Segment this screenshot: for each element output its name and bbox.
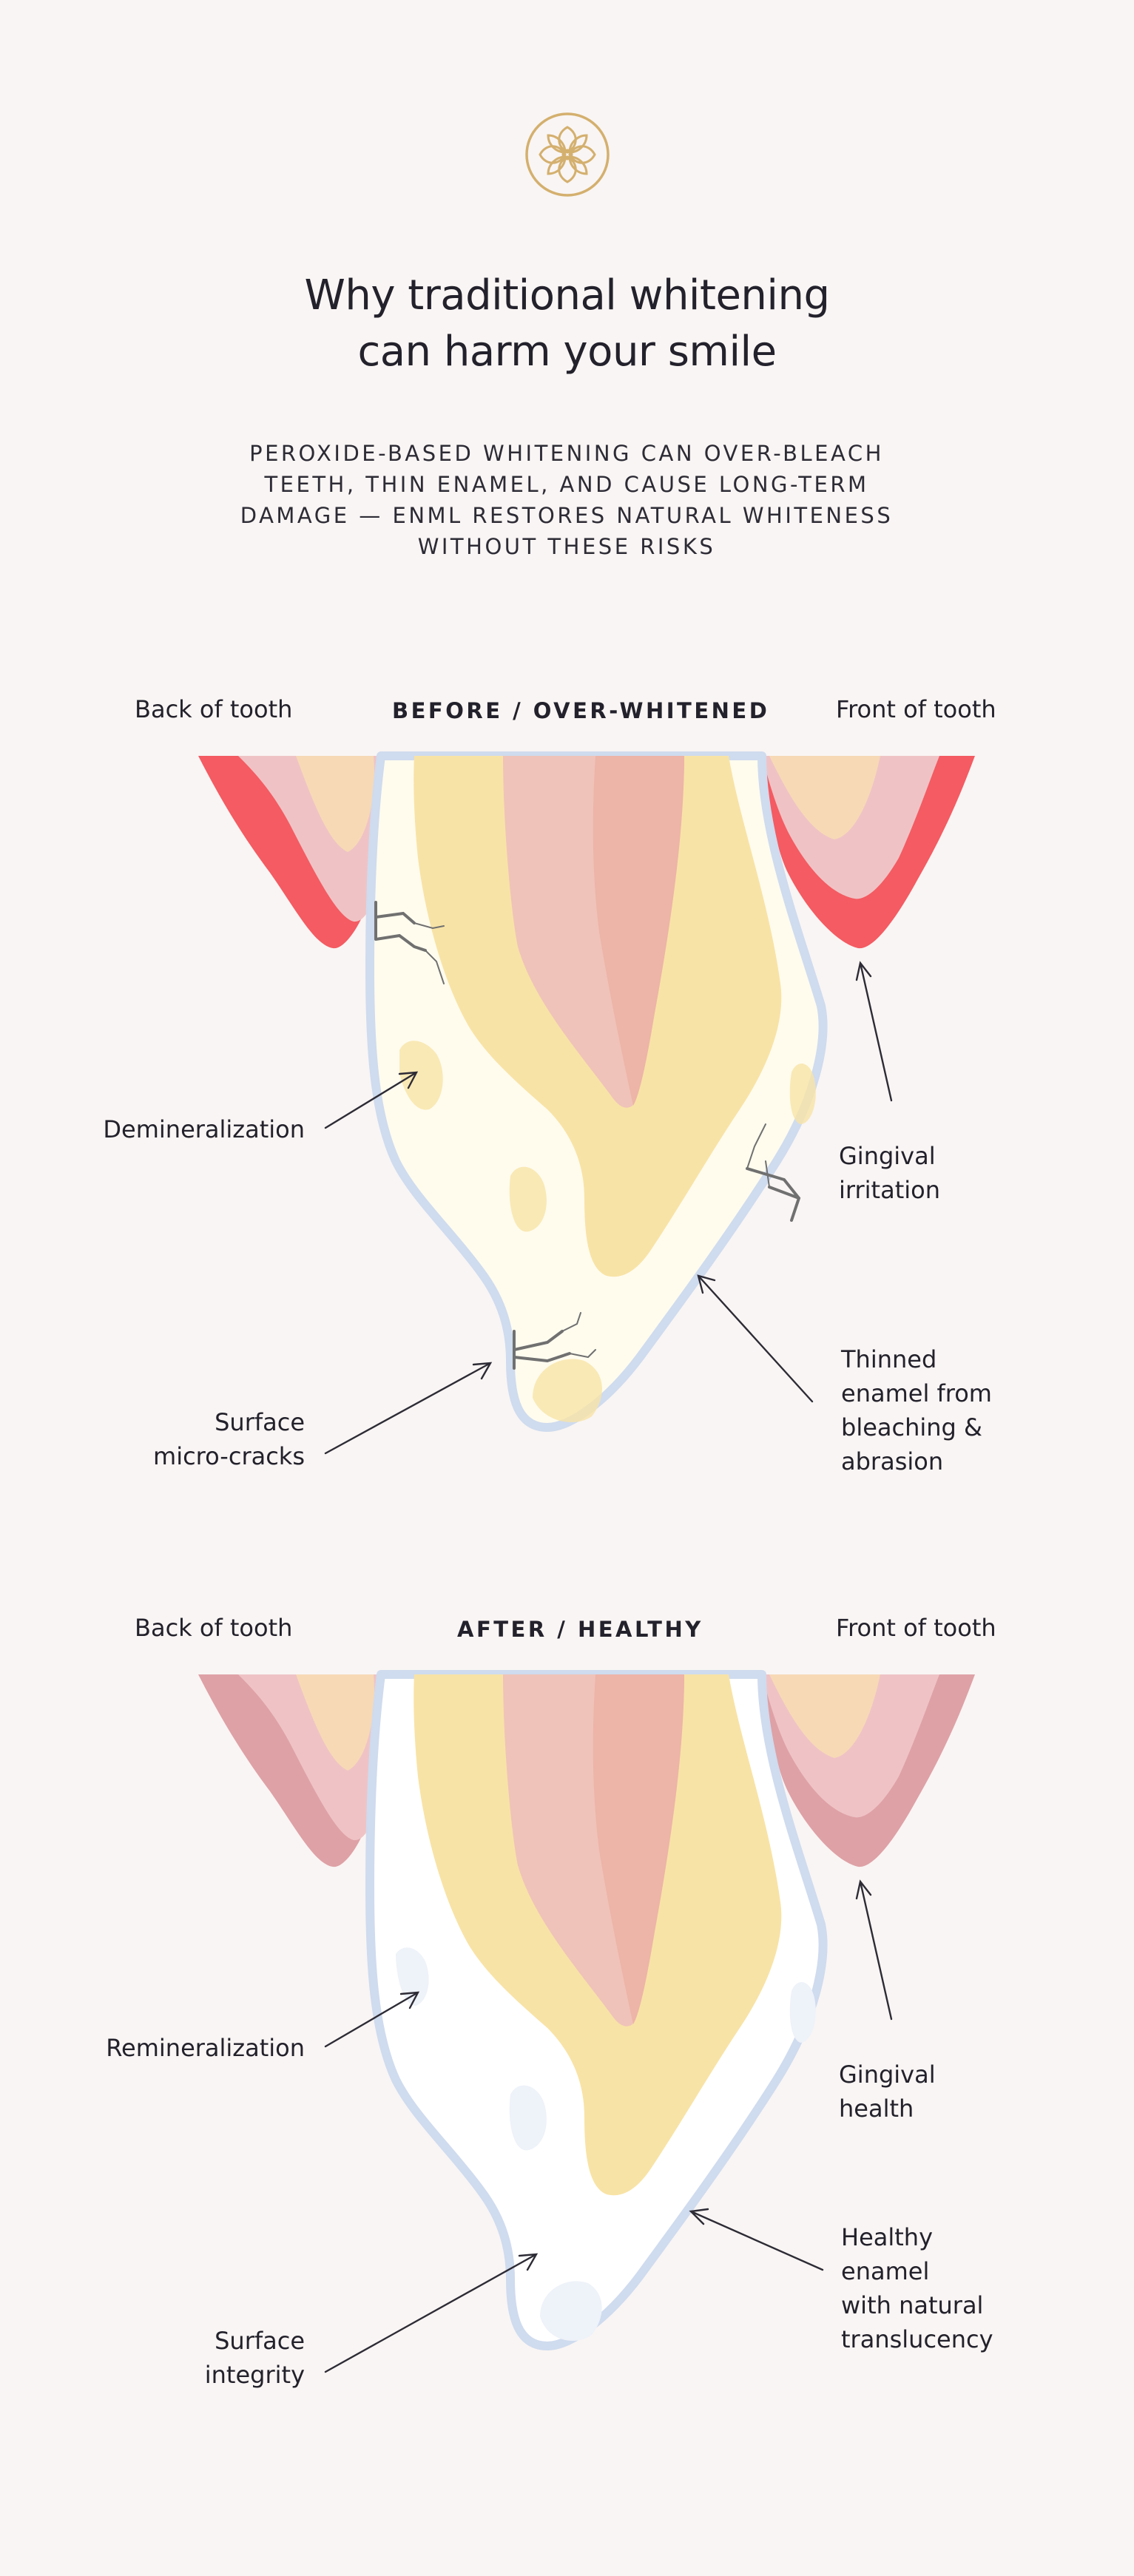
before-demineralization-label: Demineralization <box>103 1115 305 1143</box>
before-enamel-line-4: abrasion <box>841 1447 944 1475</box>
before-pulp-inner <box>593 756 684 1106</box>
after-translucency-1 <box>396 1947 429 2006</box>
before-front-root <box>769 756 880 839</box>
after-surface-line-1: Surface <box>215 2327 305 2355</box>
before-gingival-line-2: irritation <box>839 1176 940 1204</box>
after-remineralization-label: Remineralization <box>106 2034 305 2062</box>
after-enamel-line-2: enamel <box>841 2257 930 2285</box>
after-surface-line-2: integrity <box>204 2361 305 2389</box>
before-demin-spot-4 <box>533 1359 602 1422</box>
before-heading: BEFORE / OVER-WHITENED <box>392 698 770 723</box>
after-diagram: Back of tooth AFTER / HEALTHY Front of t… <box>0 1606 1134 2435</box>
before-enamel-line-3: bleaching & <box>841 1413 982 1441</box>
before-back-of-tooth-label: Back of tooth <box>135 695 293 723</box>
after-gingival-health-label: Gingival health <box>839 2058 936 2126</box>
after-enamel-line-1: Healthy <box>841 2223 934 2251</box>
after-heading: AFTER / HEALTHY <box>457 1617 703 1642</box>
before-enamel-arrow <box>697 1274 814 1403</box>
after-enamel-line-3: with natural <box>841 2291 984 2319</box>
after-front-of-tooth-label: Front of tooth <box>836 1614 996 1642</box>
after-pulp-inner <box>593 1674 684 2024</box>
after-translucency-3 <box>789 1982 816 2043</box>
after-enamel-arrow <box>689 2208 824 2271</box>
before-demin-spot-2 <box>509 1166 547 1232</box>
before-surface-line-2: micro-cracks <box>153 1442 305 1470</box>
before-gingival-arrow <box>855 961 893 1102</box>
after-remin-arrow <box>324 1991 420 2048</box>
before-enamel-line-1: Thinned <box>841 1345 937 1373</box>
after-enamel-line-4: translucency <box>841 2325 993 2353</box>
before-back-root <box>296 756 374 852</box>
after-gingival-line-2: health <box>839 2095 914 2123</box>
after-gingival-line-1: Gingival <box>839 2061 936 2089</box>
after-back-of-tooth-label: Back of tooth <box>135 1614 293 1642</box>
before-surface-microcracks-label: Surface micro-cracks <box>74 1405 305 1473</box>
after-tooth-illustration <box>198 1670 975 2373</box>
after-healthy-enamel-label: Healthy enamel with natural translucency <box>841 2220 993 2356</box>
after-back-root <box>296 1674 374 1771</box>
before-front-of-tooth-label: Front of tooth <box>836 695 996 723</box>
after-translucency-4 <box>540 2281 602 2341</box>
page-subtitle: PEROXIDE-BASED WHITENING CAN OVER-BLEACH… <box>234 438 900 562</box>
before-demin-spot-3 <box>789 1064 816 1124</box>
before-tooth-illustration <box>198 751 975 1455</box>
before-gingival-irritation-label: Gingival irritation <box>839 1139 940 1207</box>
after-surface-arrow <box>324 2253 539 2373</box>
before-thinned-enamel-label: Thinned enamel from bleaching & abrasion <box>841 1342 992 1478</box>
before-crack-arrow <box>324 1362 493 1455</box>
before-crack-bottom <box>513 1330 571 1370</box>
before-crack-upper-left <box>374 901 427 952</box>
before-demin-spot-1 <box>399 1041 443 1110</box>
before-surface-line-1: Surface <box>215 1408 305 1436</box>
before-enamel-line-2: enamel from <box>841 1379 992 1407</box>
before-diagram: Back of tooth BEFORE / OVER-WHITENED Fro… <box>0 688 1134 1516</box>
before-gingival-line-1: Gingival <box>839 1142 936 1170</box>
subtitle-line-1: PEROXIDE-BASED WHITENING CAN OVER-BLEACH <box>249 441 884 466</box>
after-surface-integrity-label: Surface integrity <box>74 2324 305 2392</box>
title-line-2: can harm your smile <box>357 328 777 376</box>
flower-logo-icon <box>525 112 610 197</box>
before-demin-arrow <box>324 1071 419 1129</box>
page-title: Why traditional whitening can harm your … <box>0 268 1134 380</box>
subtitle-line-3: DAMAGE — ENML RESTORES NATURAL WHITENESS <box>240 503 894 528</box>
after-gingival-arrow <box>855 1879 893 2021</box>
subtitle-line-4: WITHOUT THESE RISKS <box>417 534 716 559</box>
subtitle-line-2: TEETH, THIN ENAMEL, AND CAUSE LONG-TERM <box>264 472 869 497</box>
title-line-1: Why traditional whitening <box>304 271 830 320</box>
before-crack-right <box>746 1167 801 1222</box>
after-front-root <box>769 1674 880 1758</box>
after-translucency-2 <box>509 2085 547 2151</box>
